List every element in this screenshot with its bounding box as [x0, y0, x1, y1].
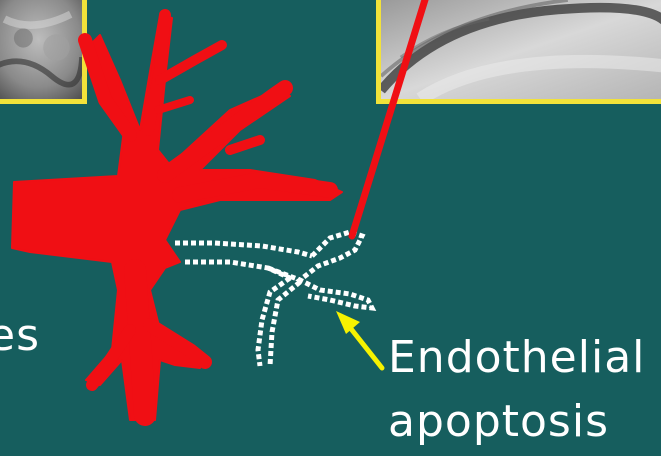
- red-branching-vessel: [12, 15, 342, 420]
- vessel-twig-right: [230, 140, 260, 150]
- dotted-degenerating-vessels: [175, 232, 372, 366]
- yellow-callout-arrow: [336, 311, 382, 368]
- dotted-down-right: [270, 282, 300, 366]
- vessel-twig-top-right: [160, 45, 222, 80]
- dotted-loop: [300, 232, 372, 308]
- callout-label-endothelial: Endothelial: [388, 336, 645, 380]
- vessel-branch-lower: [135, 270, 145, 415]
- dotted-branch-upper: [175, 243, 312, 256]
- left-label-fragment: es: [0, 314, 40, 358]
- callout-label-apoptosis: apoptosis: [388, 400, 609, 444]
- dotted-branch-lower: [185, 262, 290, 278]
- red-pointer-line: [352, 0, 428, 236]
